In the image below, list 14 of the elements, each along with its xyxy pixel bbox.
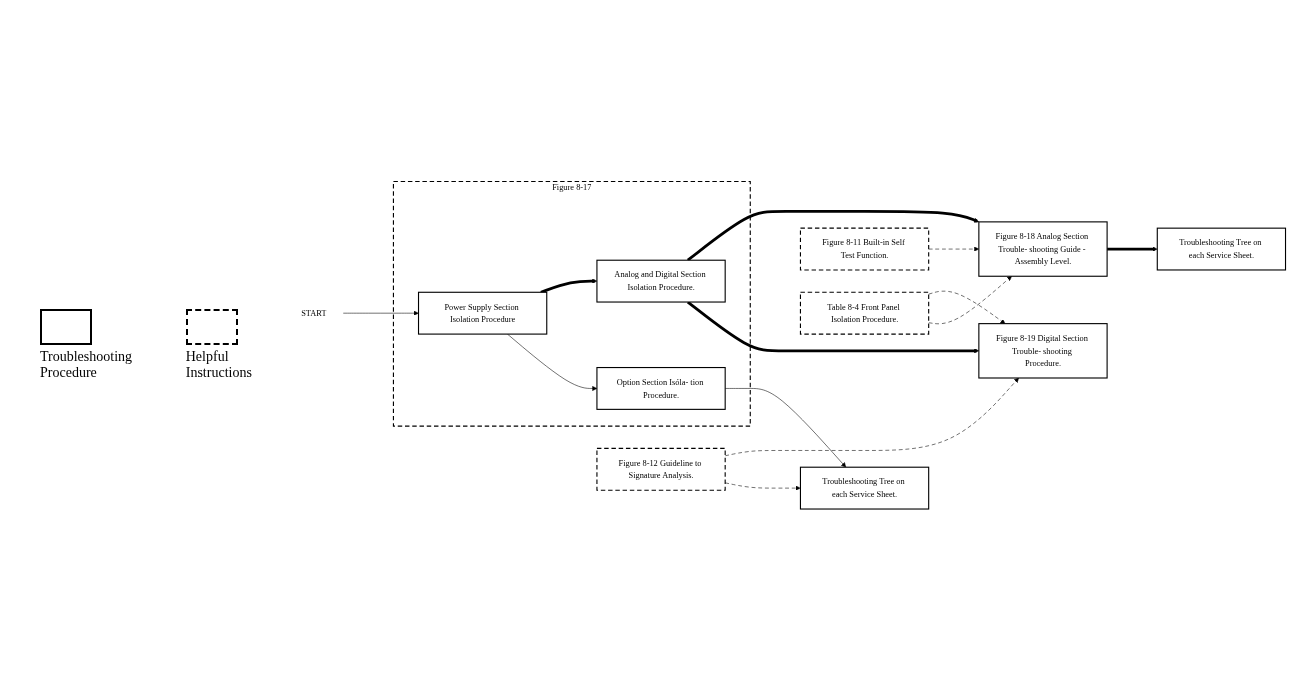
arrow <box>1107 246 1158 252</box>
node-text: START <box>301 308 327 318</box>
node-box: Power Supply Section Isolation Procedure <box>417 291 548 335</box>
node-box: Troubleshooting Tree on each Service Sheet. <box>1156 227 1287 271</box>
node-box: Figure 8-19 Digital Section Trouble- shooting Procedure. <box>978 322 1108 379</box>
legend-text: Troubleshooting Procedure <box>40 349 134 381</box>
node-box: Option Section Isóla- tion Procedure. <box>596 366 726 410</box>
node-box: Figure 8-18 Analog Section Trouble- shooting Guide - Assembly Level. <box>978 221 1108 277</box>
node-box: Troubleshooting Tree on each Service Sheet. <box>799 466 930 510</box>
node-box: Figure 8-12 Guideline to Signature Analysis. <box>596 447 726 491</box>
node-box: Analog and Digital Section Isolation Procedure. <box>596 259 726 303</box>
node-box: Figure 8-11 Built-in Self Test Function. <box>799 227 930 271</box>
legend-text: Helpful Instructions <box>185 349 253 381</box>
node-box: Table 8-4 Front Panel Isolation Procedure. <box>799 291 930 335</box>
